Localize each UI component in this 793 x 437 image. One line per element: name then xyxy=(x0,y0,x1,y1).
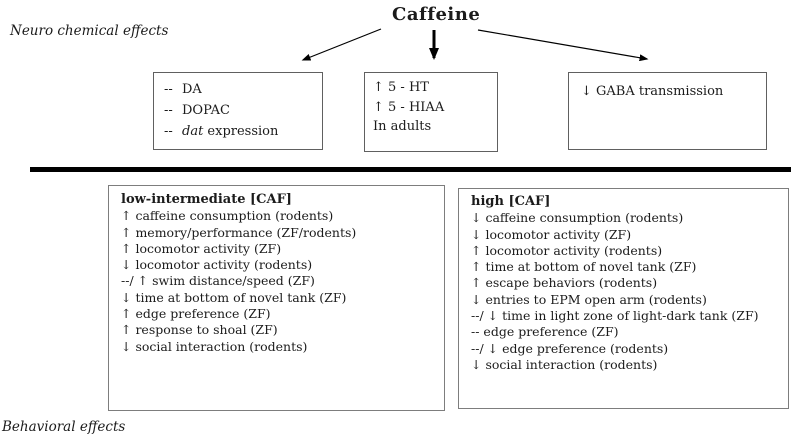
list-item: ↓ social interaction (rodents) xyxy=(471,356,658,372)
list-item: ↑ caffeine consumption (rodents) xyxy=(121,208,334,224)
item-text: DA xyxy=(182,82,202,97)
list-item: --/ ↓ time in light zone of light-dark t… xyxy=(471,308,759,324)
high-caf-effects-list: ↓ caffeine consumption (rodents)↓ locomo… xyxy=(471,210,786,373)
dash-bullet: -- xyxy=(164,103,173,118)
item-text-rest: expression xyxy=(203,124,279,139)
list-item: ↓ locomotor activity (ZF) xyxy=(471,226,632,242)
list-item: ↑ edge preference (ZF) xyxy=(121,306,271,322)
arrow-to-monoamine-box xyxy=(301,28,382,61)
list-item: ↑ memory/performance (ZF/rodents) xyxy=(121,224,357,240)
item-text: DOPAC xyxy=(182,103,230,118)
dash-bullet: -- xyxy=(164,82,173,97)
list-item: --/ ↓ edge preference (rodents) xyxy=(471,340,669,356)
serotonin-effects-box: ↑ 5 - HT ↑ 5 - HIAA In adults xyxy=(364,72,498,152)
list-item: ↓ locomotor activity (rodents) xyxy=(121,257,313,273)
list-item: ↑ escape behaviors (rodents) xyxy=(471,275,658,291)
list-item: ↑ 5 - HIAA xyxy=(373,99,445,115)
list-item: -- DA xyxy=(164,79,318,100)
list-item: -- dat expression xyxy=(164,121,318,142)
list-item: ↓ GABA transmission xyxy=(581,84,724,99)
list-item: -- DOPAC xyxy=(164,100,318,121)
list-item: --/ ↑ swim distance/speed (ZF) xyxy=(121,273,315,289)
item-text: dat expression xyxy=(182,121,278,142)
low-intermediate-caf-box: low-intermediate [CAF] ↑ caffeine consum… xyxy=(108,185,445,411)
list-item: ↑ 5 - HT xyxy=(373,80,429,95)
box-title-high-caf: high [CAF] xyxy=(471,194,551,209)
neurochemical-effects-label: Neuro chemical effects xyxy=(10,23,169,39)
low-caf-effects-list: ↑ caffeine consumption (rodents)↑ memory… xyxy=(121,208,440,355)
diagram-title: Caffeine xyxy=(392,4,481,25)
list-item: In adults xyxy=(373,119,432,134)
list-item: ↑ response to shoal (ZF) xyxy=(121,322,278,338)
list-item: ↓ time at bottom of novel tank (ZF) xyxy=(121,289,347,305)
list-item: ↓ social interaction (rodents) xyxy=(121,338,308,354)
section-divider-line xyxy=(30,167,791,172)
list-item: ↑ locomotor activity (rodents) xyxy=(471,242,663,258)
dash-bullet: -- xyxy=(164,124,173,139)
list-item: ↑ time at bottom of novel tank (ZF) xyxy=(471,259,697,275)
arrow-to-gaba-box xyxy=(477,29,649,62)
gene-name-italic: dat xyxy=(182,124,204,139)
list-item: ↑ locomotor activity (ZF) xyxy=(121,240,282,256)
box-title-low-caf: low-intermediate [CAF] xyxy=(121,192,292,207)
list-item: ↓ entries to EPM open arm (rodents) xyxy=(471,291,707,307)
monoamine-effects-box: -- DA -- DOPAC -- dat expression xyxy=(153,72,323,150)
list-item: ↓ caffeine consumption (rodents) xyxy=(471,210,684,226)
behavioral-effects-label: Behavioral effects xyxy=(2,419,126,435)
gaba-effects-box: ↓ GABA transmission xyxy=(568,72,767,150)
list-item: -- edge preference (ZF) xyxy=(471,324,619,340)
high-caf-box: high [CAF] ↓ caffeine consumption (roden… xyxy=(458,188,789,409)
